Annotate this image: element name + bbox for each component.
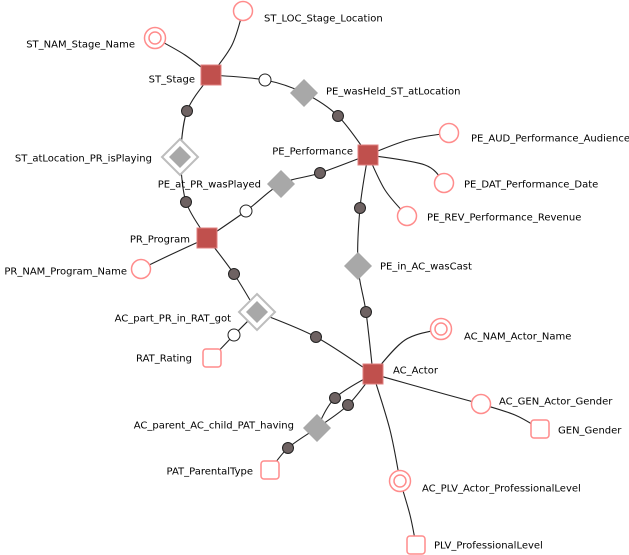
node-label: PE_in_AC_wasCast [380, 262, 472, 273]
edge [256, 311, 374, 375]
knot-square-icon [406, 535, 426, 555]
edge [367, 132, 450, 156]
edge [372, 373, 401, 482]
tie-diamond-icon [290, 79, 318, 107]
knot-square-icon [530, 419, 550, 439]
attribute-circle-icon [396, 205, 418, 227]
attribute-pr-nam[interactable]: PR_NAM_Program_Name [4, 258, 152, 280]
node-label: PR_Program [130, 235, 190, 246]
node-label: PR_NAM_Program_Name [4, 267, 127, 278]
identifier-connector-icon [329, 392, 341, 404]
attribute-circle-icon [130, 258, 152, 280]
connector-icon [239, 204, 253, 218]
identifier-connector-icon [314, 167, 326, 179]
node-label: GEN_Gender [558, 426, 622, 437]
identifier-connector-icon [181, 105, 193, 117]
identifier-connector-icon [354, 202, 366, 214]
node-label: PAT_ParentalType [167, 467, 253, 478]
attribute-circle-icon [470, 393, 492, 415]
knot-gen[interactable]: GEN_Gender [530, 419, 622, 439]
historized-attribute-st-nam[interactable]: ST_NAM_Stage_Name [26, 26, 167, 51]
identifier-connector-icon [342, 399, 354, 411]
node-label: AC_parent_AC_child_PAT_having [134, 421, 294, 432]
tie-diamond-icon [267, 170, 295, 198]
node-label: ST_atLocation_PR_isPlaying [15, 154, 152, 165]
identifier-connector-icon [228, 268, 240, 280]
node-label: ST_NAM_Stage_Name [26, 40, 135, 51]
anchor-st[interactable]: ST_Stage [149, 64, 222, 86]
node-label: AC_Actor [393, 366, 439, 377]
anchor-pe[interactable]: PE_Performance [272, 144, 379, 166]
connectors [180, 73, 372, 454]
node-label: PE_DAT_Performance_Date [464, 180, 598, 191]
node-label: PLV_ProfessionalLevel [434, 541, 543, 552]
knot-pat[interactable]: PAT_ParentalType [167, 460, 280, 480]
tie-t-having[interactable]: AC_parent_AC_child_PAT_having [134, 414, 331, 442]
node-label: AC_part_PR_in_RAT_got [115, 314, 231, 325]
attribute-circle-icon [232, 0, 254, 22]
tie-t-wasplayed[interactable]: PE_at_PR_wasPlayed [158, 170, 295, 198]
knot-square-icon [202, 348, 222, 368]
historized-tie-t-got[interactable]: AC_part_PR_in_RAT_got [115, 292, 277, 332]
inner-circle-icon [434, 322, 448, 336]
node-label: PE_wasHeld_ST_atLocation [326, 87, 460, 98]
anchor-square-icon [357, 144, 379, 166]
connector-icon [258, 73, 272, 87]
attribute-circle-icon [433, 172, 455, 194]
node-label: PE_REV_Performance_Revenue [427, 213, 581, 224]
anchor-ac[interactable]: AC_Actor [362, 363, 439, 385]
attribute-ac-gen[interactable]: AC_GEN_Actor_Gender [470, 393, 614, 415]
attribute-pe-dat[interactable]: PE_DAT_Performance_Date [433, 172, 599, 194]
anchor-pr[interactable]: PR_Program [130, 227, 218, 249]
tie-t-washeld[interactable]: PE_wasHeld_ST_atLocation [290, 79, 460, 107]
nodes: ST_StagePE_PerformancePR_ProgramAC_Actor… [4, 0, 629, 555]
attribute-circle-icon [438, 122, 460, 144]
identifier-connector-icon [310, 331, 322, 343]
tie-t-wascast[interactable]: PE_in_AC_wasCast [344, 252, 472, 280]
inner-circle-icon [393, 474, 407, 488]
node-label: ST_Stage [149, 75, 195, 86]
knot-rat[interactable]: RAT_Rating [136, 348, 222, 368]
edge [372, 373, 482, 405]
tie-diamond-icon [344, 252, 372, 280]
inner-circle-icon [148, 31, 162, 45]
identifier-connector-icon [360, 306, 372, 318]
node-label: PE_AUD_Performance_Audience [471, 134, 629, 145]
identifier-connector-icon [332, 110, 344, 122]
node-label: ST_LOC_Stage_Location [264, 14, 383, 25]
node-label: PE_Performance [272, 147, 353, 158]
inner-diamond-icon [169, 146, 191, 168]
node-label: PE_at_PR_wasPlayed [158, 180, 261, 191]
anchor-square-icon [362, 363, 384, 385]
node-label: RAT_Rating [136, 354, 192, 365]
historized-tie-t-isplaying[interactable]: ST_atLocation_PR_isPlaying [15, 137, 200, 177]
anchor-square-icon [196, 227, 218, 249]
knot-square-icon [260, 460, 280, 480]
attribute-st-loc[interactable]: ST_LOC_Stage_Location [232, 0, 383, 25]
knot-plv[interactable]: PLV_ProfessionalLevel [406, 535, 543, 555]
attribute-pe-aud[interactable]: PE_AUD_Performance_Audience [438, 122, 629, 145]
historized-attribute-ac-nam[interactable]: AC_NAM_Actor_Name [429, 317, 572, 343]
identifier-connector-icon [180, 196, 192, 208]
node-label: AC_NAM_Actor_Name [464, 332, 571, 343]
edge [206, 154, 369, 239]
historized-attribute-ac-plv[interactable]: AC_PLV_Actor_ProfessionalLevel [388, 469, 581, 495]
anchor-square-icon [200, 64, 222, 86]
connector-icon [227, 328, 241, 342]
tie-diamond-icon [303, 414, 331, 442]
inner-diamond-icon [246, 301, 268, 323]
node-label: AC_PLV_Actor_ProfessionalLevel [422, 484, 581, 495]
attribute-pe-rev[interactable]: PE_REV_Performance_Revenue [396, 205, 582, 227]
node-label: AC_GEN_Actor_Gender [499, 397, 613, 408]
identifier-connector-icon [282, 442, 294, 454]
